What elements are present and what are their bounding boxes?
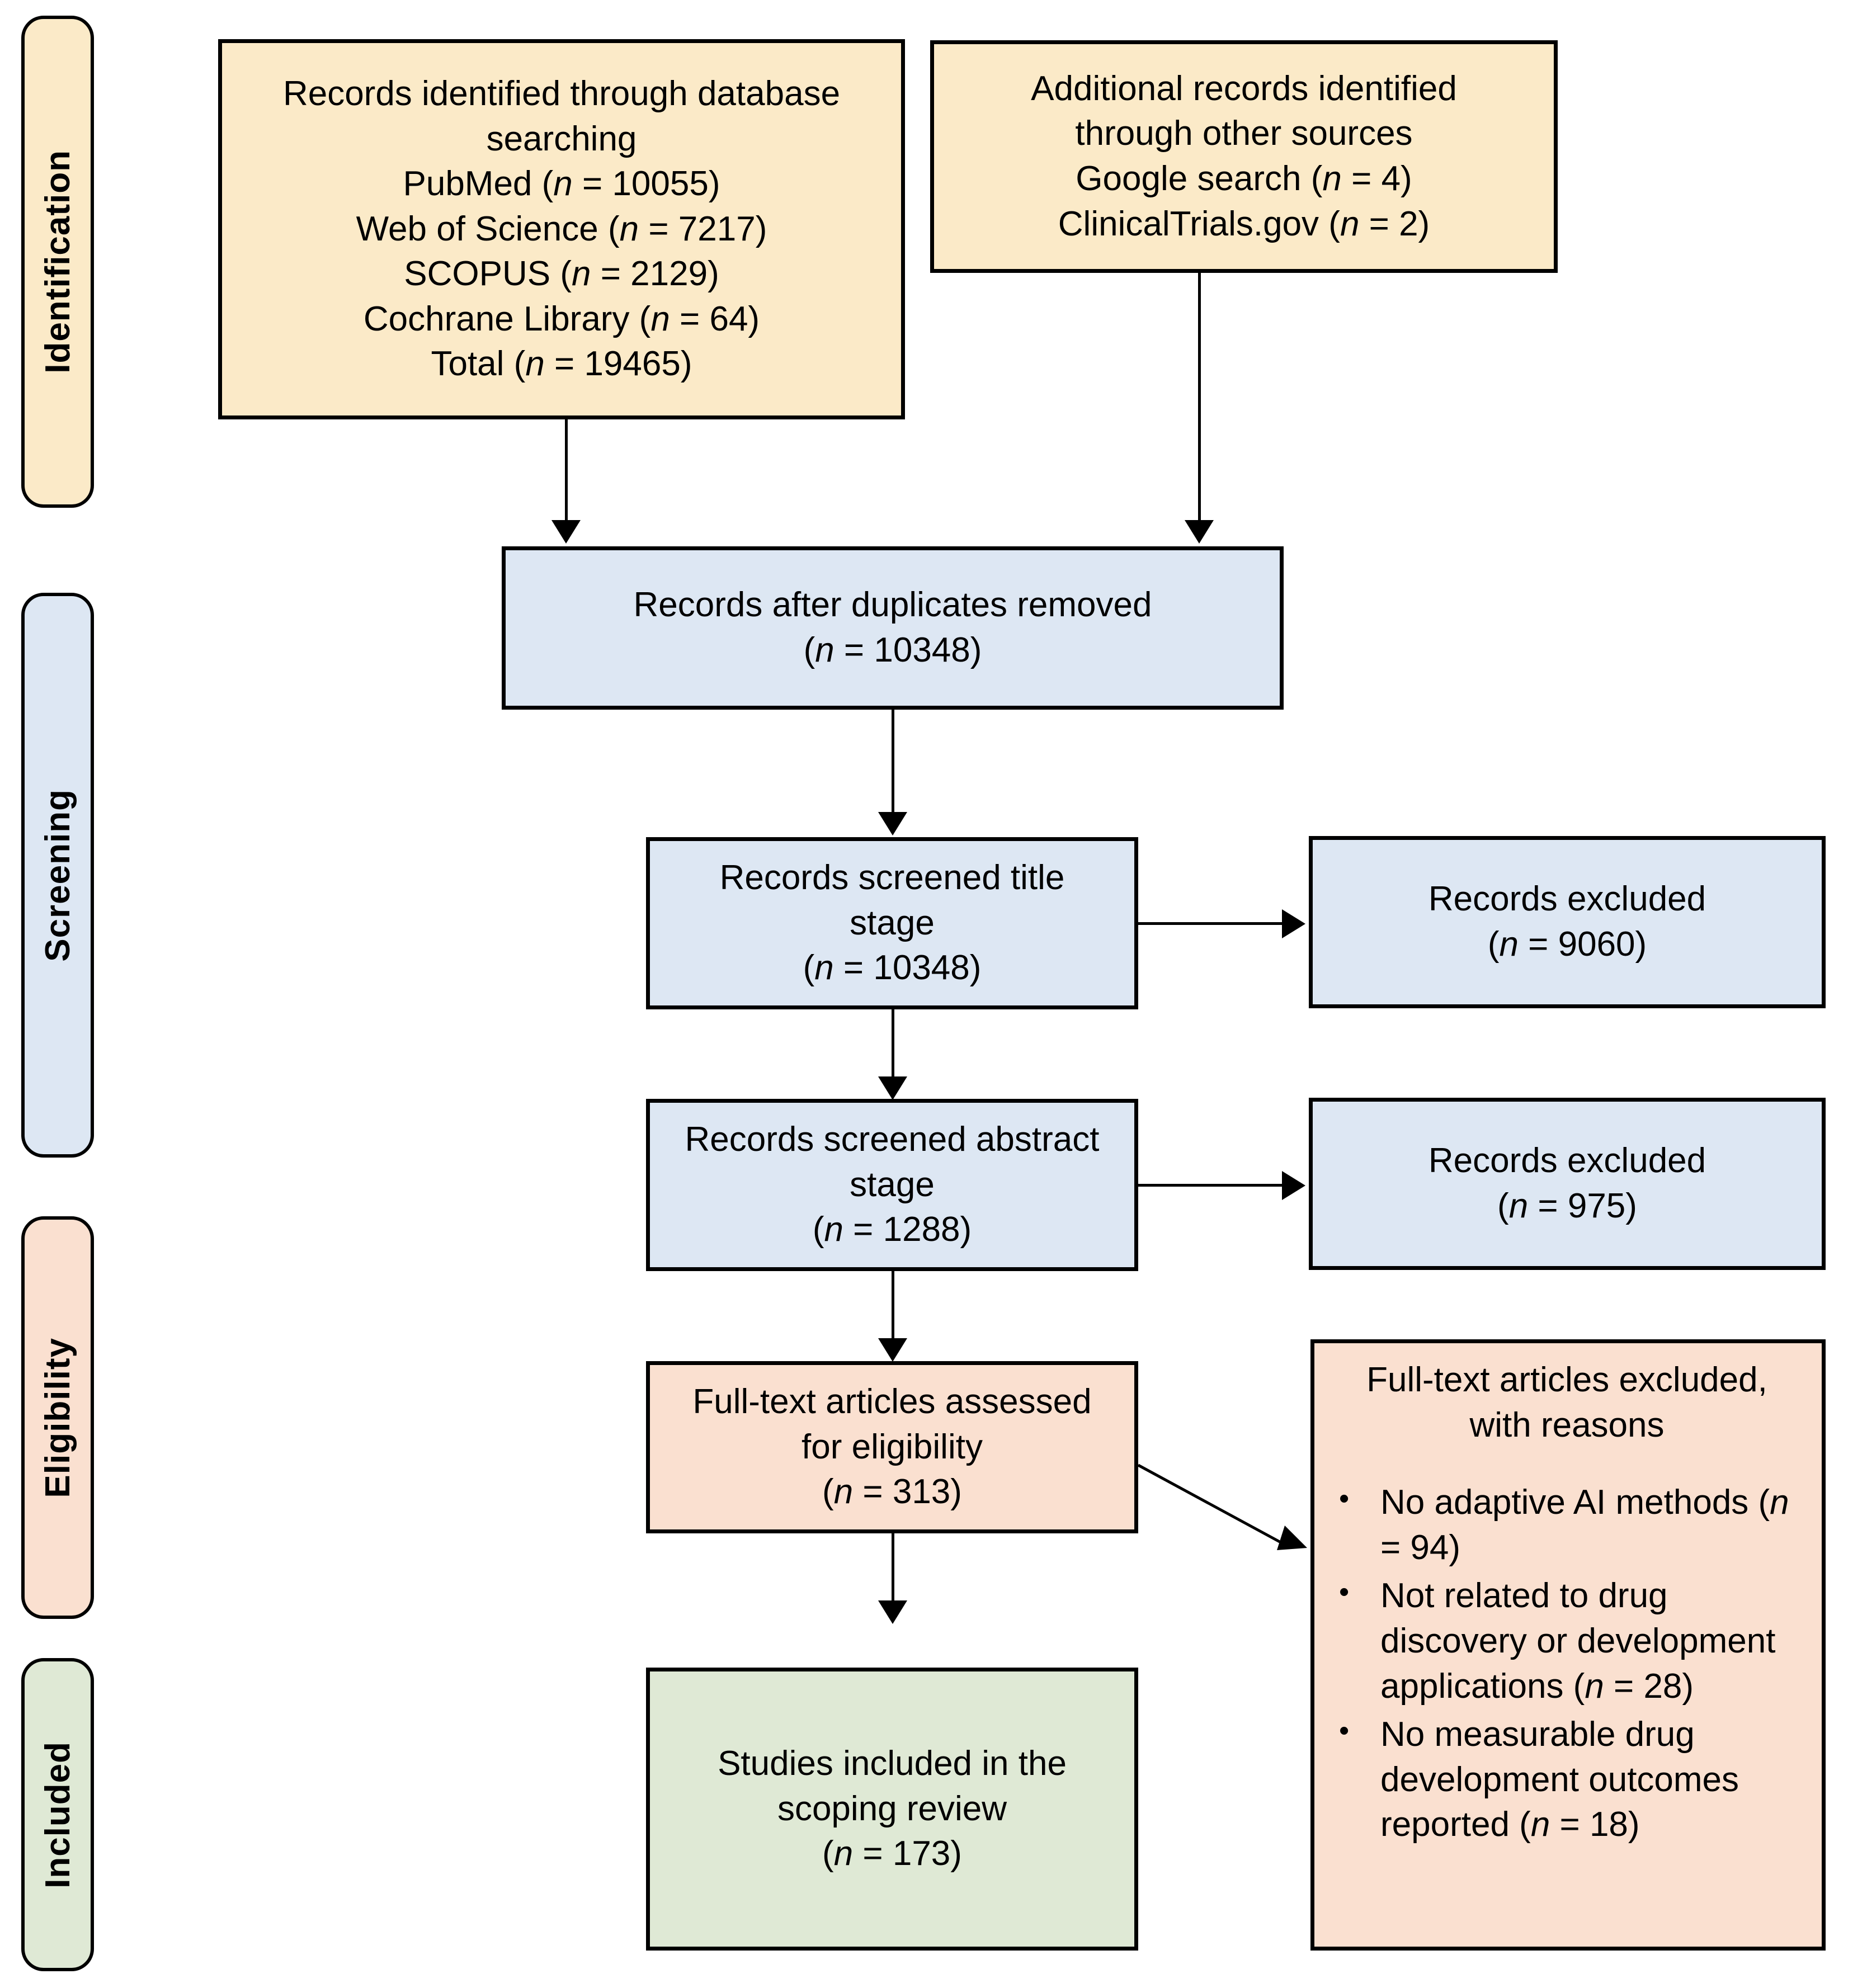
box-line: (n = 10348) — [803, 631, 982, 669]
reasons-list: • No adaptive AI methods (n = 94) • Not … — [1329, 1480, 1805, 1851]
arrow-abstract-screen-to-excluded — [1282, 1171, 1305, 1200]
reason-text: No adaptive AI methods (n = 94) — [1380, 1483, 1789, 1567]
stage-label-included: Included — [38, 1741, 77, 1888]
connector-title-screen-to-excluded — [1138, 922, 1287, 925]
arrow-database-to-duplicates — [551, 520, 581, 544]
box-line: (n = 313) — [822, 1472, 962, 1512]
connector-fulltext-to-included — [892, 1533, 894, 1617]
stage-label-screening: Screening — [38, 788, 77, 962]
box-line: Web of Science (n = 7217) — [356, 209, 767, 248]
stage-label-eligibility: Eligibility — [38, 1337, 77, 1498]
stage-tab-identification: Identification — [21, 16, 94, 508]
box-records-excluded-title: Records excluded (n = 9060) — [1309, 836, 1826, 1008]
bullet-icon: • — [1339, 1576, 1350, 1609]
arrow-fulltext-to-included — [878, 1600, 907, 1624]
box-records-after-duplicates-removed: Records after duplicates removed (n = 10… — [502, 546, 1284, 710]
box-line: Records excluded — [1428, 880, 1706, 919]
arrow-duplicates-to-title-screen — [878, 812, 907, 835]
box-line: (n = 10348) — [803, 948, 982, 988]
box-records-screened-title-stage: Records screened title stage (n = 10348) — [646, 837, 1138, 1009]
box-line: Additional records identified — [1031, 69, 1457, 108]
box-studies-included-scoping-review: Studies included in the scoping review (… — [646, 1668, 1138, 1951]
box-line: Full-text articles assessed — [692, 1382, 1092, 1422]
box-line: ClinicalTrials.gov (n = 2) — [1058, 204, 1430, 243]
connector-database-to-duplicates — [565, 419, 568, 523]
reason-item: • Not related to drug discovery or devel… — [1329, 1574, 1805, 1709]
box-records-identified-other-sources: Additional records identified through ot… — [930, 40, 1558, 273]
box-line: PubMed (n = 10055) — [403, 164, 720, 204]
box-line: searching — [486, 119, 637, 158]
reasons-title-line: Full-text articles excluded, — [1366, 1361, 1767, 1399]
arrow-abstract-to-fulltext — [878, 1338, 907, 1362]
box-line: (n = 173) — [822, 1834, 962, 1873]
box-line: Records identified through database — [282, 74, 841, 113]
box-line: for eligibility — [802, 1427, 983, 1466]
connector-other-to-duplicates — [1198, 273, 1201, 523]
box-line: (n = 9060) — [1487, 925, 1647, 964]
box-line: Records after duplicates removed — [633, 585, 1152, 625]
reason-item: • No adaptive AI methods (n = 94) — [1329, 1480, 1805, 1570]
box-line: (n = 1288) — [812, 1210, 972, 1249]
stage-tab-included: Included — [21, 1658, 94, 1971]
box-line: Total (n = 19465) — [431, 344, 692, 384]
arrow-title-to-abstract-screen — [878, 1076, 907, 1100]
reason-text: Not related to drug discovery or develop… — [1380, 1576, 1776, 1706]
stage-tab-screening: Screening — [21, 593, 94, 1158]
stage-label-identification: Identification — [38, 150, 77, 374]
reason-item: • No measurable drug development outcome… — [1329, 1712, 1805, 1848]
box-line: SCOPUS (n = 2129) — [404, 254, 719, 294]
box-records-screened-abstract-stage: Records screened abstract stage (n = 128… — [646, 1099, 1138, 1271]
box-line: through other sources — [1075, 114, 1413, 153]
reasons-title: Full-text articles excluded, with reason… — [1329, 1358, 1805, 1448]
box-line: (n = 975) — [1497, 1187, 1637, 1225]
reason-text: No measurable drug development outcomes … — [1380, 1715, 1739, 1844]
bullet-icon: • — [1339, 1482, 1350, 1515]
bullet-icon: • — [1339, 1715, 1350, 1748]
connector-abstract-screen-to-excluded — [1138, 1184, 1287, 1187]
stage-tab-eligibility: Eligibility — [21, 1216, 94, 1619]
box-line: Studies included in the — [718, 1744, 1067, 1783]
box-records-excluded-abstract: Records excluded (n = 975) — [1309, 1098, 1826, 1270]
arrow-other-to-duplicates — [1185, 520, 1214, 544]
box-line: Google search (n = 4) — [1076, 159, 1412, 198]
box-line: stage — [850, 1165, 935, 1204]
box-records-identified-database: Records identified through database sear… — [218, 39, 905, 419]
connector-abstract-to-fulltext — [892, 1271, 894, 1355]
box-line: Records screened abstract — [685, 1120, 1100, 1159]
connector-fulltext-to-excluded-reasons — [1137, 1463, 1307, 1550]
box-line: stage — [850, 903, 935, 942]
box-line: Cochrane Library (n = 64) — [363, 299, 760, 338]
box-line: scoping review — [777, 1789, 1007, 1828]
box-line: Records excluded — [1428, 1141, 1706, 1180]
box-line: Records screened title — [719, 858, 1065, 898]
box-fulltext-articles-excluded-with-reasons: Full-text articles excluded, with reason… — [1310, 1339, 1826, 1951]
connector-duplicates-to-title-screen — [892, 710, 894, 816]
connector-title-to-abstract-screen — [892, 1009, 894, 1093]
arrow-title-screen-to-excluded — [1282, 909, 1305, 938]
box-fulltext-articles-assessed: Full-text articles assessed for eligibil… — [646, 1361, 1138, 1533]
reasons-title-line: with reasons — [1469, 1405, 1665, 1444]
